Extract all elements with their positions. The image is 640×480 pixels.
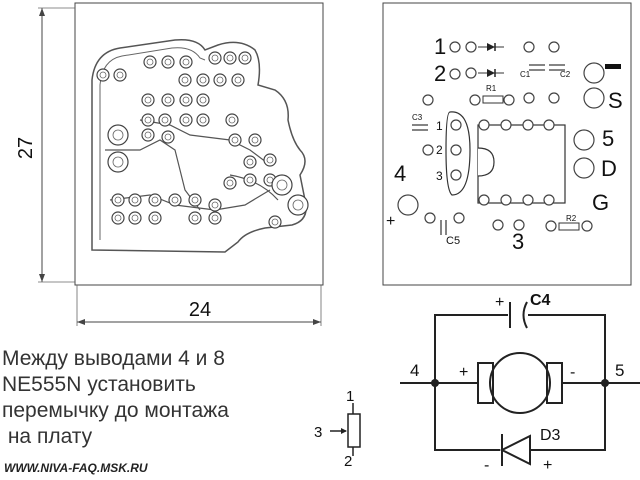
diode-plus-label: + bbox=[543, 457, 552, 474]
note-line: Между выводами 4 и 8 bbox=[2, 347, 225, 370]
pad bbox=[500, 194, 512, 206]
pad bbox=[469, 94, 481, 106]
pad bbox=[523, 41, 535, 53]
pin-label-4: 4 bbox=[394, 161, 406, 186]
pad bbox=[548, 41, 560, 53]
pad bbox=[450, 169, 462, 181]
resistor-r2 bbox=[558, 222, 580, 231]
pad bbox=[543, 194, 555, 206]
ic-notch bbox=[477, 147, 495, 177]
pad bbox=[424, 212, 436, 224]
diode-symbol bbox=[478, 43, 504, 51]
pad bbox=[503, 94, 515, 106]
pad bbox=[449, 41, 461, 53]
pcb-component-view: 1 2 4 3 5 D S G + R1 C1 C2 C3 bbox=[382, 2, 632, 286]
pad bbox=[397, 194, 419, 216]
capacitor-c4-plate bbox=[522, 301, 528, 329]
minus-bar bbox=[605, 64, 621, 69]
pad bbox=[450, 144, 462, 156]
note-line: на плату bbox=[2, 425, 93, 448]
motor-minus-label: - bbox=[570, 364, 575, 381]
r1-label: R1 bbox=[486, 84, 497, 93]
trimmer-pin-3: 3 bbox=[436, 169, 443, 183]
note-line: перемычку до монтажа bbox=[2, 399, 229, 422]
pad bbox=[453, 212, 465, 224]
pad bbox=[583, 62, 605, 84]
capacitor-label: C4 bbox=[530, 292, 551, 309]
output-label-s: S bbox=[608, 88, 623, 113]
pin-label-2: 2 bbox=[434, 61, 446, 86]
trimmer-pin-1: 1 bbox=[436, 119, 443, 133]
resistor-r1 bbox=[482, 95, 504, 104]
pad bbox=[573, 157, 595, 179]
pad bbox=[522, 194, 534, 206]
pad bbox=[478, 119, 490, 131]
diode-minus-label: - bbox=[484, 457, 489, 474]
pad bbox=[523, 92, 535, 104]
website-link[interactable]: WWW.NIVA-FAQ.MSK.RU bbox=[4, 461, 148, 475]
output-label-d: D bbox=[601, 156, 617, 181]
cap-plus-label: + bbox=[495, 294, 504, 311]
pad bbox=[492, 219, 504, 231]
trimmer-resistor-symbol: 1 2 3 bbox=[314, 388, 361, 470]
pin-label-5: 5 bbox=[602, 126, 614, 151]
pin-label-3: 3 bbox=[512, 229, 524, 254]
node-label-5: 5 bbox=[615, 361, 624, 380]
c5-label: C5 bbox=[446, 235, 460, 247]
pad bbox=[422, 144, 434, 156]
r2-label: R2 bbox=[566, 214, 577, 223]
assembly-note: Между выводами 4 и 8 NE555N установить п… bbox=[2, 346, 302, 450]
trimmer-pin-2: 2 bbox=[436, 143, 443, 157]
pcb-trace-view: 27 24 bbox=[15, 2, 324, 326]
plus-label: + bbox=[386, 213, 395, 230]
pad bbox=[581, 220, 593, 232]
pad bbox=[450, 119, 462, 131]
trimmer-symbol-pin2-label: 2 bbox=[344, 453, 352, 470]
pad bbox=[545, 220, 557, 232]
pad bbox=[449, 68, 461, 80]
trimmer-outline bbox=[445, 111, 471, 196]
pad bbox=[478, 194, 490, 206]
c1-label: C1 bbox=[520, 70, 531, 79]
motor-symbol bbox=[489, 352, 551, 414]
pad bbox=[465, 67, 477, 79]
pad bbox=[422, 94, 434, 106]
pad bbox=[500, 119, 512, 131]
copper-outline bbox=[91, 38, 307, 253]
pad bbox=[543, 119, 555, 131]
trace bbox=[105, 139, 201, 211]
trimmer-symbol-pin3: 3 bbox=[314, 424, 322, 441]
trace bbox=[229, 174, 279, 201]
trimmer-symbol-pin1: 1 bbox=[346, 388, 354, 405]
motor-plus-label: + bbox=[459, 364, 468, 381]
width-label: 24 bbox=[189, 299, 211, 321]
output-label-g: G bbox=[592, 190, 609, 215]
c2-label: C2 bbox=[560, 70, 571, 79]
pad bbox=[465, 41, 477, 53]
pad bbox=[548, 92, 560, 104]
diode-d3 bbox=[499, 434, 531, 466]
height-label: 27 bbox=[15, 137, 37, 159]
pad bbox=[522, 119, 534, 131]
note-line: NE555N установить bbox=[2, 373, 196, 396]
motor-schematic: + C4 4 5 + - D3 - + bbox=[400, 292, 640, 474]
pad bbox=[583, 87, 605, 109]
diode-label: D3 bbox=[540, 427, 561, 444]
node-label-4: 4 bbox=[410, 361, 419, 380]
diode-symbol bbox=[478, 69, 504, 77]
pin-label-1: 1 bbox=[434, 34, 446, 59]
pad bbox=[573, 129, 595, 151]
pad bbox=[513, 219, 525, 231]
c3-label: C3 bbox=[412, 113, 423, 122]
trace bbox=[109, 189, 271, 211]
